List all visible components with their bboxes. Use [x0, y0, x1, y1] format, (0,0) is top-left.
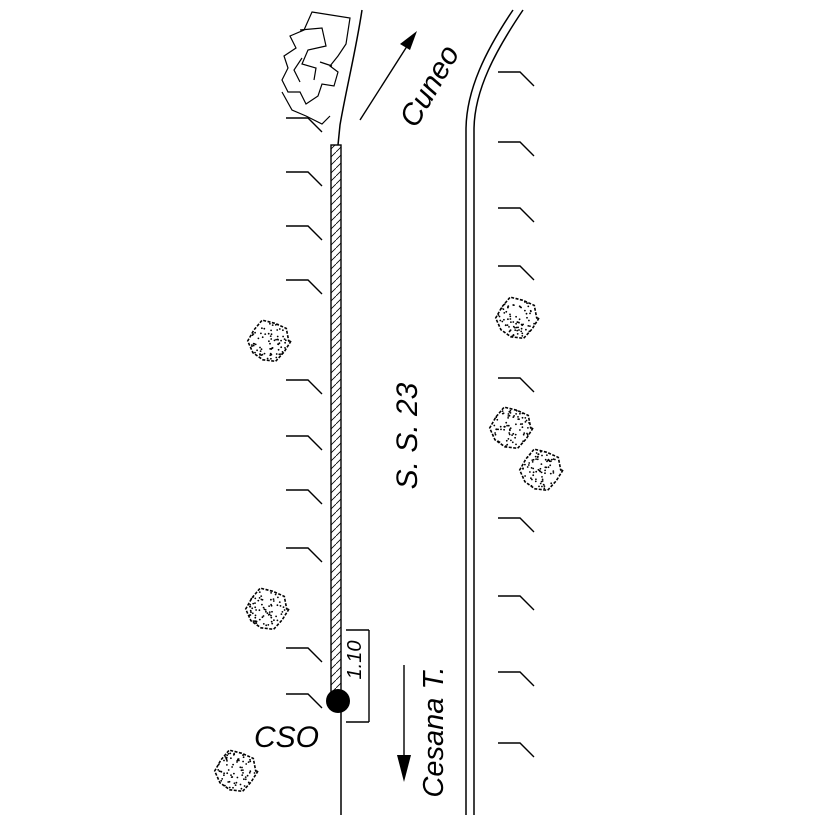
right-road-edge	[465, 9, 524, 815]
shrub	[494, 296, 541, 340]
embankment-tick	[498, 595, 535, 611]
embankment-tick	[286, 117, 323, 133]
arrow-to-cesana	[397, 665, 411, 782]
embankment-tick	[286, 171, 323, 187]
road-name-label: S. S. 23	[391, 382, 424, 489]
shrub	[246, 319, 293, 363]
embankment-tick	[286, 547, 323, 563]
embankment-tick	[286, 435, 323, 451]
embankment-tick	[498, 207, 535, 223]
vegetation-cluster	[281, 11, 351, 125]
embankment-tick	[286, 693, 323, 709]
cso-point-marker	[326, 689, 350, 713]
direction-label-cesana: Cesana T.	[418, 666, 450, 797]
embankment-tick	[498, 265, 535, 281]
shrub	[488, 406, 535, 450]
left-embankment-marks	[286, 117, 323, 709]
embankment-tick	[286, 225, 323, 241]
embankment-tick	[286, 489, 323, 505]
embankment-tick	[498, 742, 535, 758]
embankment-tick	[498, 671, 535, 687]
embankment-tick	[498, 71, 535, 87]
embankment-tick	[286, 379, 323, 395]
shrub	[518, 448, 565, 492]
shrub	[213, 749, 260, 793]
embankment-tick	[498, 517, 535, 533]
direction-label-cuneo: Cuneo	[393, 40, 466, 133]
right-embankment-marks	[498, 71, 535, 758]
shrub	[244, 587, 291, 631]
arrow-to-cuneo	[359, 31, 417, 121]
embankment-tick	[286, 647, 323, 663]
embankment-tick	[498, 377, 535, 393]
cso-label: CSO	[254, 721, 319, 754]
offset-dimension-label: 1.10	[344, 641, 366, 680]
embankment-tick	[286, 279, 323, 295]
embankment-tick	[498, 141, 535, 157]
guardrail	[330, 144, 342, 696]
shrub-symbols	[213, 296, 565, 793]
offset-dimension-marker	[346, 629, 370, 723]
